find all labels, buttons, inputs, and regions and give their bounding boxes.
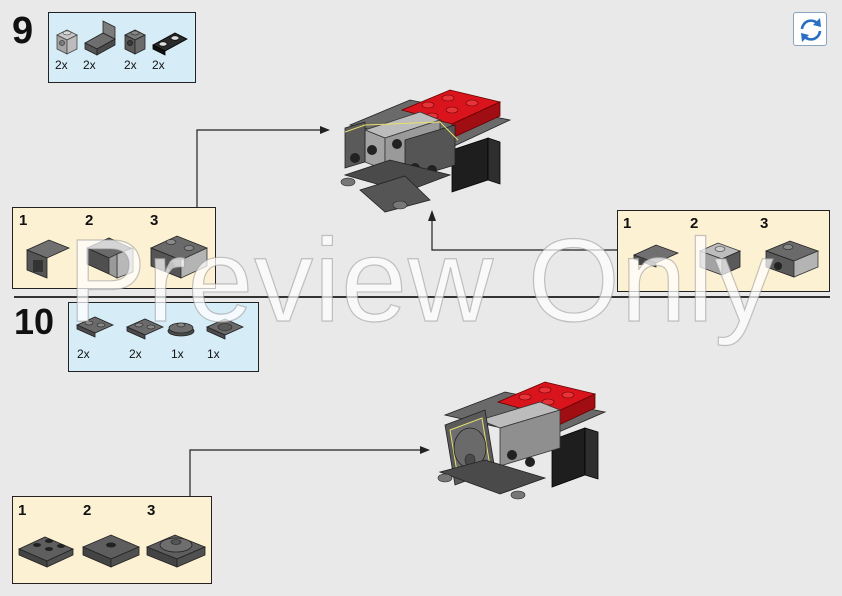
parts-callout-step-9: 2x 2x 2x 2x <box>48 12 196 83</box>
dark-gray-plate-2x2-icon <box>76 316 114 338</box>
part-qty: 1x <box>207 347 220 361</box>
subassembly-images <box>25 235 209 279</box>
parts-callout-step-10: 2x 2x 1x 1x <box>68 302 259 372</box>
parts-icons-step-10 <box>76 316 244 340</box>
callout-arrow <box>196 126 330 207</box>
parts-icons-step-9 <box>56 20 188 56</box>
dark-gray-jumper-plate-icon <box>126 318 164 340</box>
step-9-model-image <box>340 89 512 213</box>
callout-arrow <box>189 446 430 496</box>
sub-step-label: 1 <box>19 212 28 229</box>
brick-pin-assembly-image <box>149 235 209 279</box>
rotate-arrows-icon <box>800 18 822 42</box>
sub-step-label: 3 <box>150 212 159 229</box>
dark-gray-round-dish-icon <box>167 322 195 337</box>
step-10-model-image <box>437 381 607 500</box>
bracket-brick-assembly-image <box>86 237 134 279</box>
dark-gray-turntable-plate-icon <box>206 318 244 340</box>
step-number-10: 10 <box>14 301 55 342</box>
sub-step-label: 1 <box>18 502 27 519</box>
sub-step-label: 1 <box>623 215 632 232</box>
sub-step-label: 2 <box>83 502 92 519</box>
part-qty: 2x <box>77 347 90 361</box>
bracket-assembly-image <box>25 239 71 279</box>
sub-step-label: 2 <box>85 212 94 229</box>
plate-brick-pin-assembly-image <box>764 240 820 278</box>
black-pin-connector-icon <box>152 32 188 56</box>
plate-brick-assembly-image <box>698 242 742 276</box>
subassembly-images <box>18 534 207 568</box>
step-number-9: 9 <box>12 10 34 52</box>
part-qty: 2x <box>55 58 68 72</box>
part-qty: 1x <box>171 347 184 361</box>
plate-with-studs-image <box>18 536 74 568</box>
callout-arrow <box>428 210 617 251</box>
part-qty: 2x <box>124 58 137 72</box>
subassembly-images <box>632 240 820 278</box>
dark-gray-1x1-brick-studs-side-icon <box>124 29 146 55</box>
sub-step-label: 3 <box>760 215 769 232</box>
subassembly-panel-step-10: 1 2 3 <box>12 496 212 584</box>
rotate-model-button[interactable] <box>793 12 827 46</box>
step-divider <box>14 296 830 298</box>
sub-step-label: 2 <box>690 215 699 232</box>
sub-step-label: 3 <box>147 502 156 519</box>
part-qty: 2x <box>83 58 96 72</box>
part-qty: 2x <box>129 347 142 361</box>
part-qty: 2x <box>152 58 165 72</box>
plate-with-jumper-image <box>81 534 141 568</box>
light-gray-1x1-brick-studs-side-icon <box>56 29 78 55</box>
plate-assembly-image <box>632 244 680 268</box>
subassembly-panel-step-9-right: 1 2 3 <box>617 210 830 292</box>
subassembly-panel-step-9-left: 1 2 3 <box>12 207 216 289</box>
dark-gray-1x2-bracket-icon <box>84 20 116 56</box>
plate-with-dish-image <box>145 534 207 568</box>
